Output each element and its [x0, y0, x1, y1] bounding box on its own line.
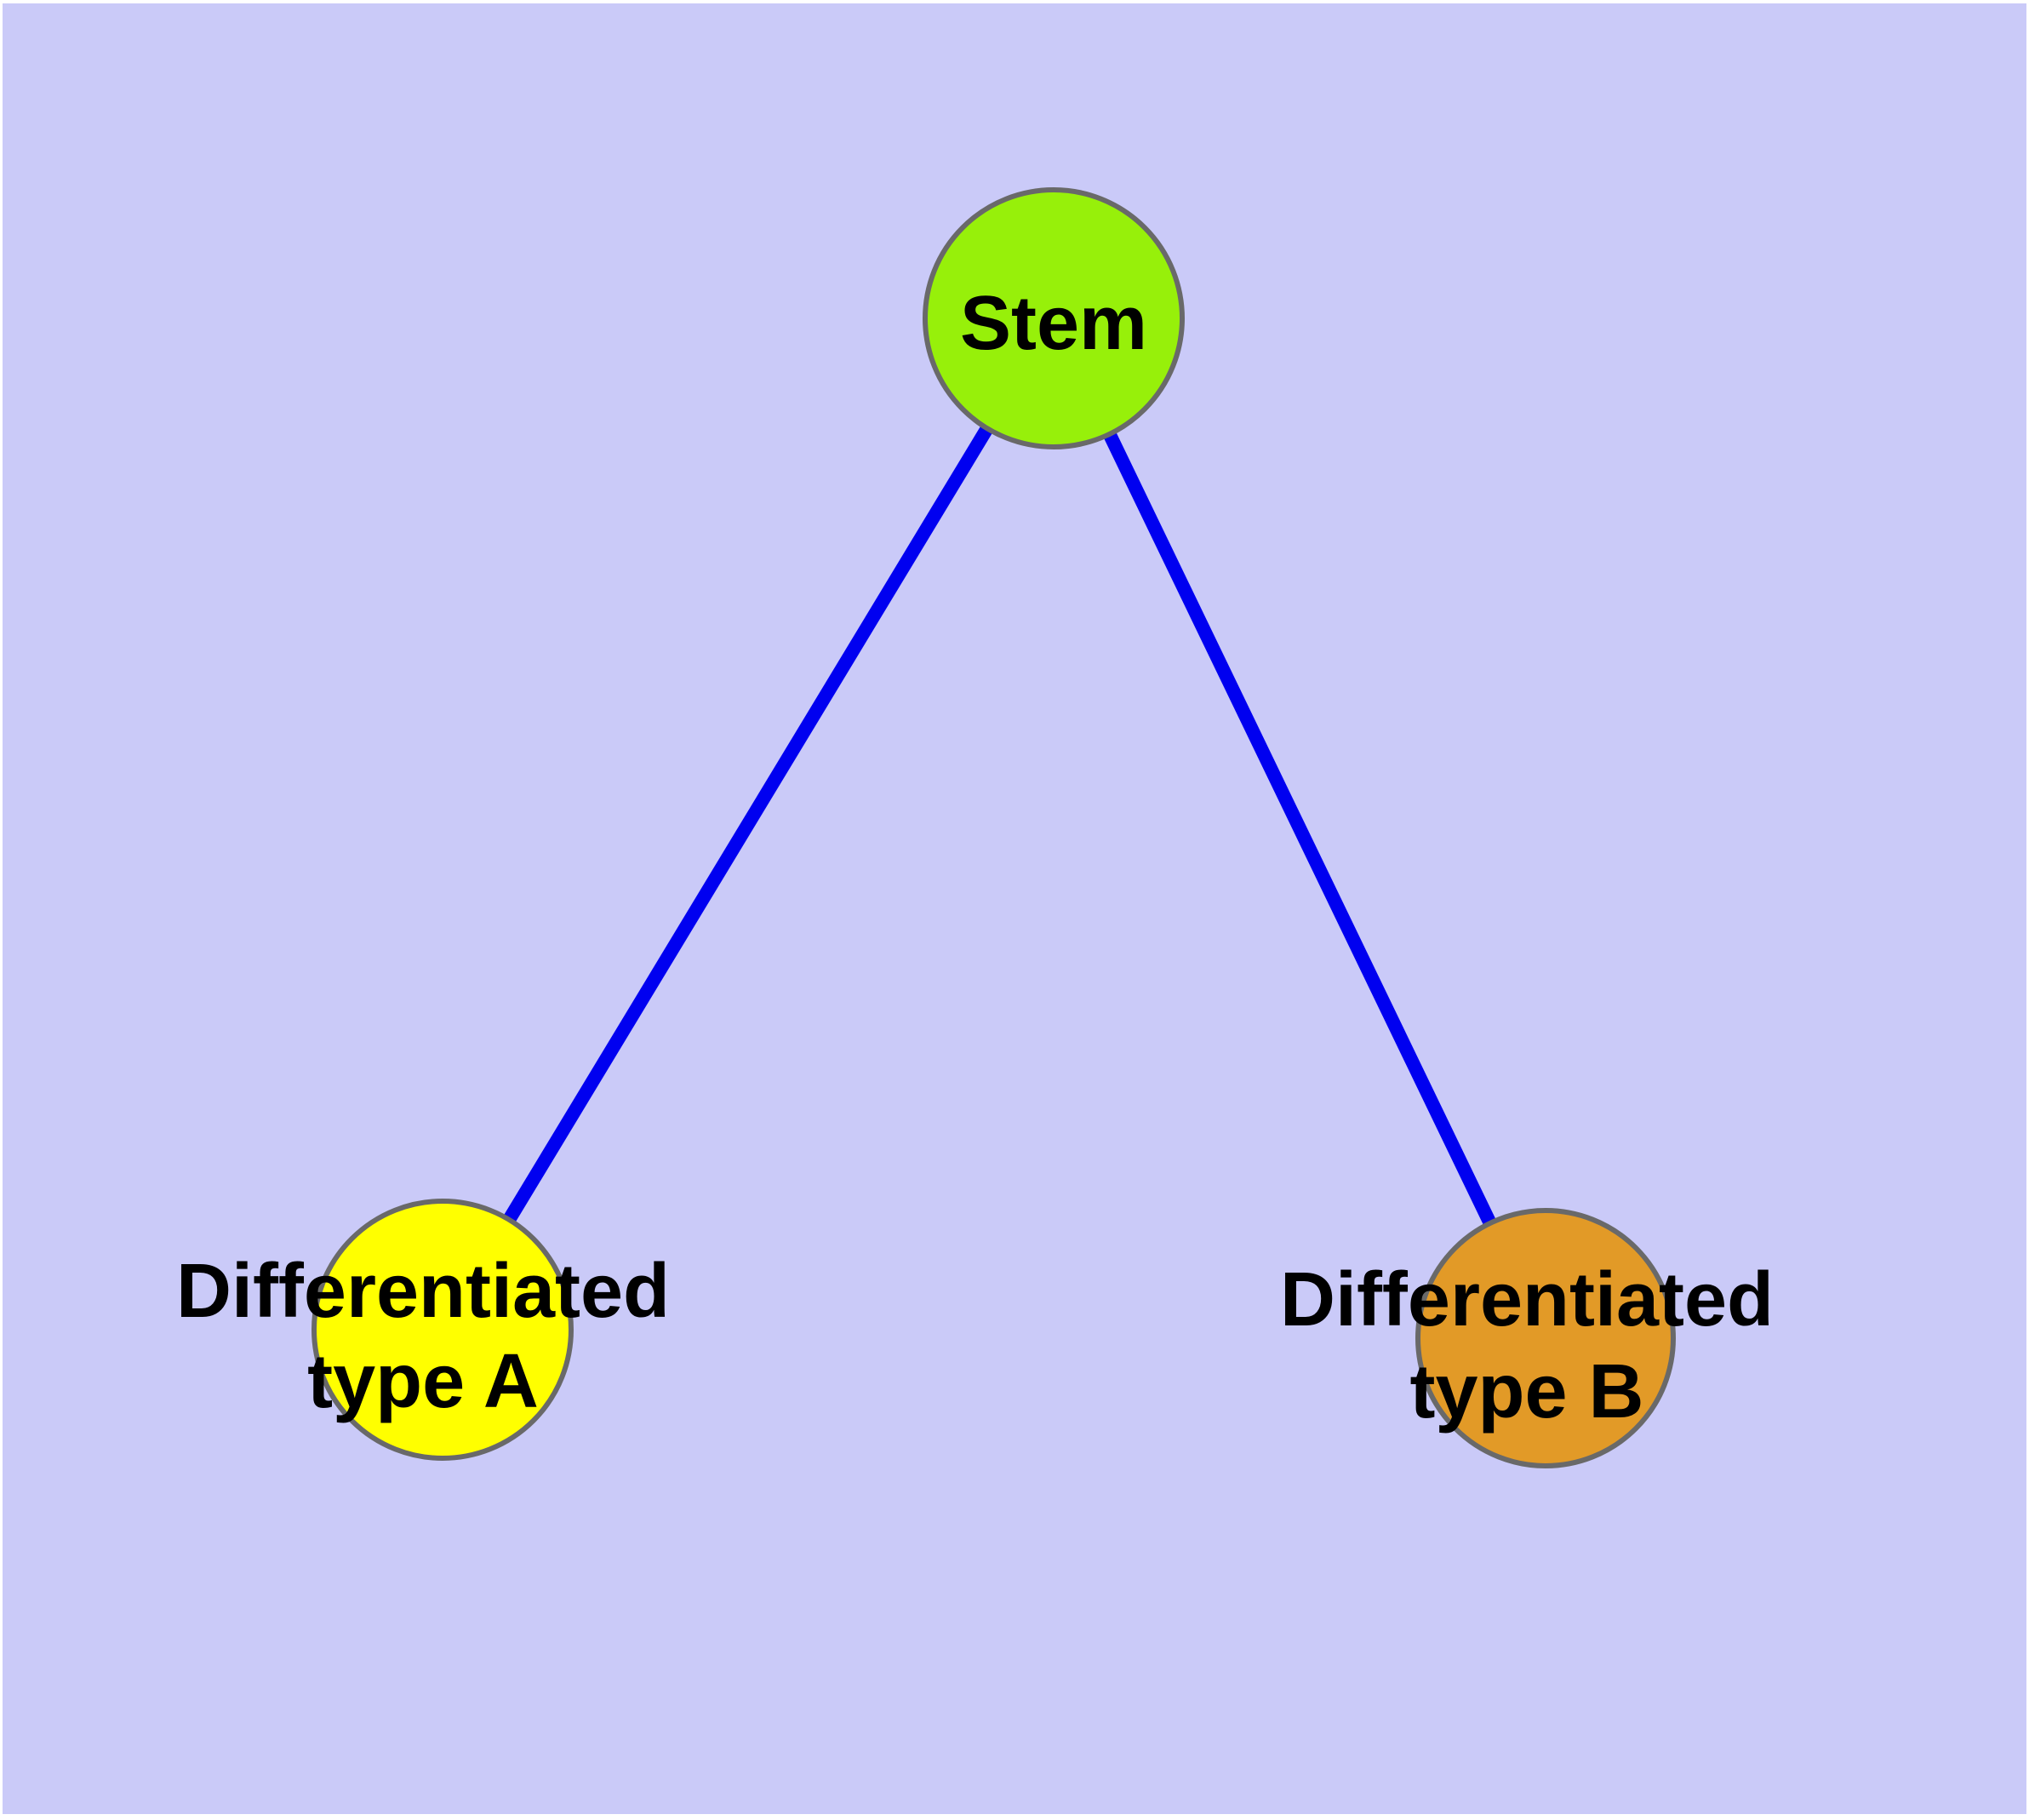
type-a-node-label-line1: Differentiated — [176, 1249, 670, 1334]
type-a-node-label-line2: type A — [307, 1339, 539, 1424]
stem-node-label: Stem — [960, 281, 1147, 366]
edge-stem-to-type-a — [437, 314, 1060, 1334]
type-a-node — [311, 1199, 574, 1461]
stem-node — [923, 187, 1185, 449]
type-b-node-label-line1: Differentiated — [1280, 1257, 1774, 1342]
type-b-node — [1415, 1208, 1676, 1468]
type-b-node-label-line2: type B — [1409, 1349, 1643, 1434]
edge-stem-to-type-b — [1047, 315, 1552, 1342]
